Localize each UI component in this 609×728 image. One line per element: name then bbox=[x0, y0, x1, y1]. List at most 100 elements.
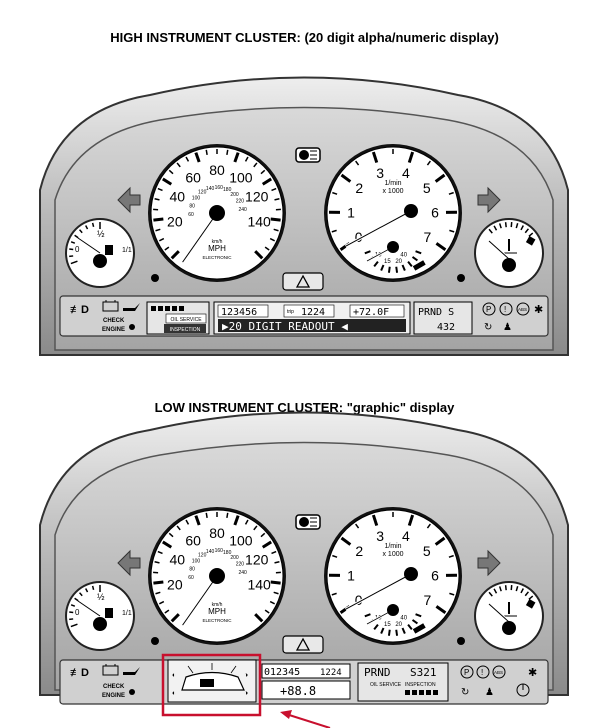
speed-tick bbox=[162, 540, 173, 549]
rpm-tick bbox=[449, 229, 455, 233]
trip-label: trip bbox=[287, 309, 294, 315]
speed-tick bbox=[264, 609, 270, 614]
fuel-tick bbox=[85, 225, 89, 230]
speedo-kmh-label: km/h bbox=[212, 602, 223, 608]
svg-text:!: ! bbox=[481, 668, 483, 677]
speed-tick bbox=[176, 525, 181, 531]
rpm-number: 0 bbox=[355, 592, 363, 608]
rpm-tick bbox=[407, 151, 415, 164]
kmh-number: 60 bbox=[188, 575, 194, 581]
rpm-tick bbox=[449, 592, 455, 596]
fuel-needle-edge bbox=[77, 600, 101, 617]
speed-tick bbox=[254, 250, 264, 260]
inspection-label: INSPECTION bbox=[405, 682, 436, 688]
temp-tick bbox=[488, 228, 493, 234]
oil-service-label: OIL SERVICE bbox=[170, 317, 202, 323]
graphic-car-display: ◐ ◐ ◑ ◑ bbox=[167, 659, 257, 703]
pointer-arrow bbox=[285, 713, 331, 728]
temp-needle-edge bbox=[488, 240, 510, 260]
fuel-tick bbox=[70, 241, 76, 244]
rpm-number: 0 bbox=[355, 229, 363, 245]
rpm-number: 1 bbox=[347, 204, 355, 220]
trip-readout: 1224 bbox=[320, 668, 342, 678]
rpm-tick bbox=[340, 536, 352, 546]
service-interval-box: OIL SERVICE INSPECTION bbox=[146, 301, 210, 335]
right-turn-arrow-icon bbox=[477, 549, 501, 577]
fuel-tick bbox=[69, 611, 74, 614]
econ-tick bbox=[407, 261, 413, 267]
speed-tick bbox=[260, 532, 266, 538]
fuel-half-label: ½ bbox=[97, 592, 105, 602]
kmh-number: 240 bbox=[239, 570, 248, 576]
speed-tick bbox=[261, 177, 272, 186]
check-label: CHECK bbox=[103, 318, 125, 324]
speed-tick bbox=[154, 198, 160, 201]
kmh-number: 120 bbox=[198, 553, 207, 559]
needle-hub bbox=[209, 568, 225, 584]
warning-dot bbox=[129, 689, 135, 695]
econ-tick bbox=[395, 629, 399, 636]
rpm-number: 5 bbox=[423, 543, 431, 559]
fog-light-icon: ≢D bbox=[70, 667, 89, 679]
bulb-out-icon: ◑ bbox=[244, 672, 248, 679]
bulb-icon bbox=[295, 514, 321, 530]
speed-number: 120 bbox=[245, 189, 269, 205]
seatbelt-icon: ♟ bbox=[503, 322, 512, 333]
service-bar bbox=[172, 306, 177, 311]
kmh-number: 200 bbox=[230, 192, 239, 198]
temp-tick bbox=[504, 585, 507, 591]
speed-tick bbox=[269, 237, 275, 242]
kmh-number: 180 bbox=[223, 550, 232, 556]
speed-tick bbox=[153, 580, 164, 585]
econ-tick bbox=[364, 613, 371, 618]
fuel-half-label: ½ bbox=[97, 229, 105, 239]
seatbelt-icon: ♟ bbox=[485, 687, 494, 698]
speed-tick bbox=[153, 217, 164, 222]
speed-number: 40 bbox=[169, 552, 185, 568]
compact-display: 012345 1224 +88.8 bbox=[261, 663, 351, 700]
temp-tick bbox=[498, 586, 502, 592]
econ-redline bbox=[412, 260, 426, 271]
speed-tick bbox=[168, 169, 174, 175]
speed-number: 20 bbox=[167, 213, 183, 229]
speed-tick bbox=[271, 187, 277, 192]
temp-tick bbox=[520, 225, 524, 231]
speed-tick bbox=[168, 532, 174, 538]
speed-tick bbox=[233, 515, 240, 526]
gear-display: PRND S 432 bbox=[413, 301, 473, 335]
speed-tick bbox=[194, 515, 201, 526]
econ-tick bbox=[380, 627, 385, 634]
speed-tick bbox=[205, 149, 208, 155]
rpm-number: 5 bbox=[423, 180, 431, 196]
needle-hub bbox=[93, 254, 107, 268]
econ-tick bbox=[387, 629, 391, 636]
oil-service-label: OIL SERVICE bbox=[370, 682, 402, 688]
speedo-needle-edge bbox=[182, 212, 218, 263]
rpm-tick bbox=[340, 173, 352, 183]
right-warning-icons: P ! ABS ✱ ↻ ♟ bbox=[460, 665, 537, 698]
speed-tick bbox=[159, 237, 165, 242]
fuel-tick bbox=[78, 592, 83, 597]
speed-tick bbox=[154, 561, 160, 564]
speed-tick bbox=[273, 228, 279, 232]
temp-redzone bbox=[525, 236, 536, 246]
speed-tick bbox=[170, 613, 180, 623]
temp-redzone bbox=[525, 599, 536, 609]
speed-number: 80 bbox=[209, 525, 225, 541]
temp-tick bbox=[493, 225, 498, 231]
econ-number: 40 bbox=[400, 252, 407, 258]
econ-redline bbox=[412, 623, 426, 634]
speed-number: 60 bbox=[185, 169, 201, 185]
needle-hub bbox=[209, 205, 225, 221]
speedo-needle-edge bbox=[182, 575, 218, 626]
speed-tick bbox=[261, 540, 272, 549]
indicator-dot bbox=[151, 637, 159, 645]
temp-tick bbox=[493, 588, 498, 594]
speed-tick bbox=[274, 198, 280, 201]
gear-value: 432 bbox=[437, 322, 455, 333]
temp-tick bbox=[488, 591, 493, 597]
temp-tick bbox=[504, 222, 507, 228]
